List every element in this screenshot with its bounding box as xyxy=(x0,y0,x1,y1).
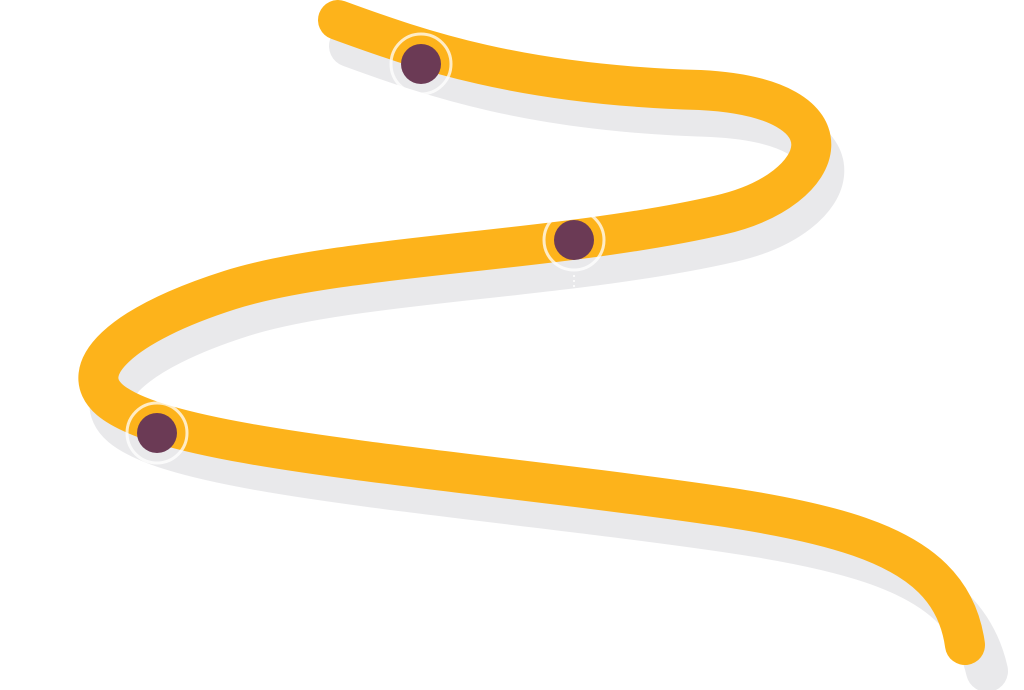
milestone-3-dot xyxy=(137,413,177,453)
milestone-3-label-line: para realizar as contratações xyxy=(42,557,278,576)
milestone-3-label: No último mês, a unidade escolhida tem a… xyxy=(0,512,320,578)
milestone-3-label-line: escolhida tem acesso ao recurso xyxy=(26,535,294,554)
milestone-2-label-line: o dinheiro até a execução xyxy=(471,341,679,360)
milestone-1 xyxy=(389,32,453,135)
milestone-2 xyxy=(542,208,606,312)
milestone-2-label: A Ticemia Franchising guarda o dinheiro … xyxy=(405,318,745,362)
milestone-2-dot xyxy=(554,220,594,260)
milestone-1-halo xyxy=(389,32,453,96)
milestone-3 xyxy=(125,401,189,505)
milestone-2-label-line: A Ticemia Franchising guarda xyxy=(454,319,696,338)
timeline-path-shadow xyxy=(89,25,1008,690)
milestone-3-halo xyxy=(125,401,189,465)
milestone-3-label-line: No último mês, a unidade xyxy=(57,513,263,532)
milestone-2-halo xyxy=(542,208,606,272)
milestone-1-dot xyxy=(401,44,441,84)
milestone-1-label: Você paga xyxy=(330,143,530,165)
milestone-1-label-line: Você paga xyxy=(388,144,472,163)
timeline-path xyxy=(78,0,985,665)
